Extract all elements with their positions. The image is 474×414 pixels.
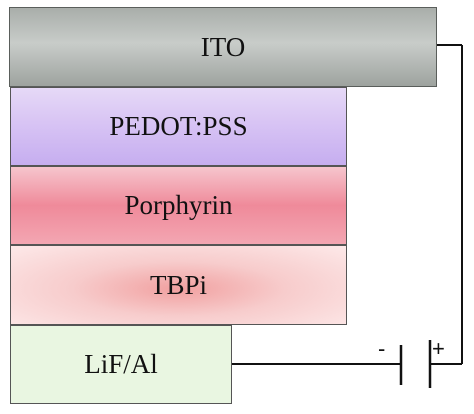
tbpi-label: TBPi [149, 269, 208, 300]
porphyrin-label: Porphyrin [124, 190, 233, 220]
ito-label: ITO [200, 31, 246, 62]
lif-al-label: LiF/Al [84, 349, 158, 379]
lif-al-layer: LiF/Al [10, 325, 232, 404]
pedot-pss-layer: PEDOT:PSS [10, 87, 347, 166]
battery-positive-sign: + [432, 336, 445, 361]
tbpi-layer: TBPi [10, 245, 347, 325]
battery-negative-sign: - [378, 336, 386, 361]
porphyrin-layer: Porphyrin [10, 166, 347, 245]
pedot-pss-label: PEDOT:PSS [109, 111, 248, 141]
ito-layer: ITO [9, 7, 437, 87]
